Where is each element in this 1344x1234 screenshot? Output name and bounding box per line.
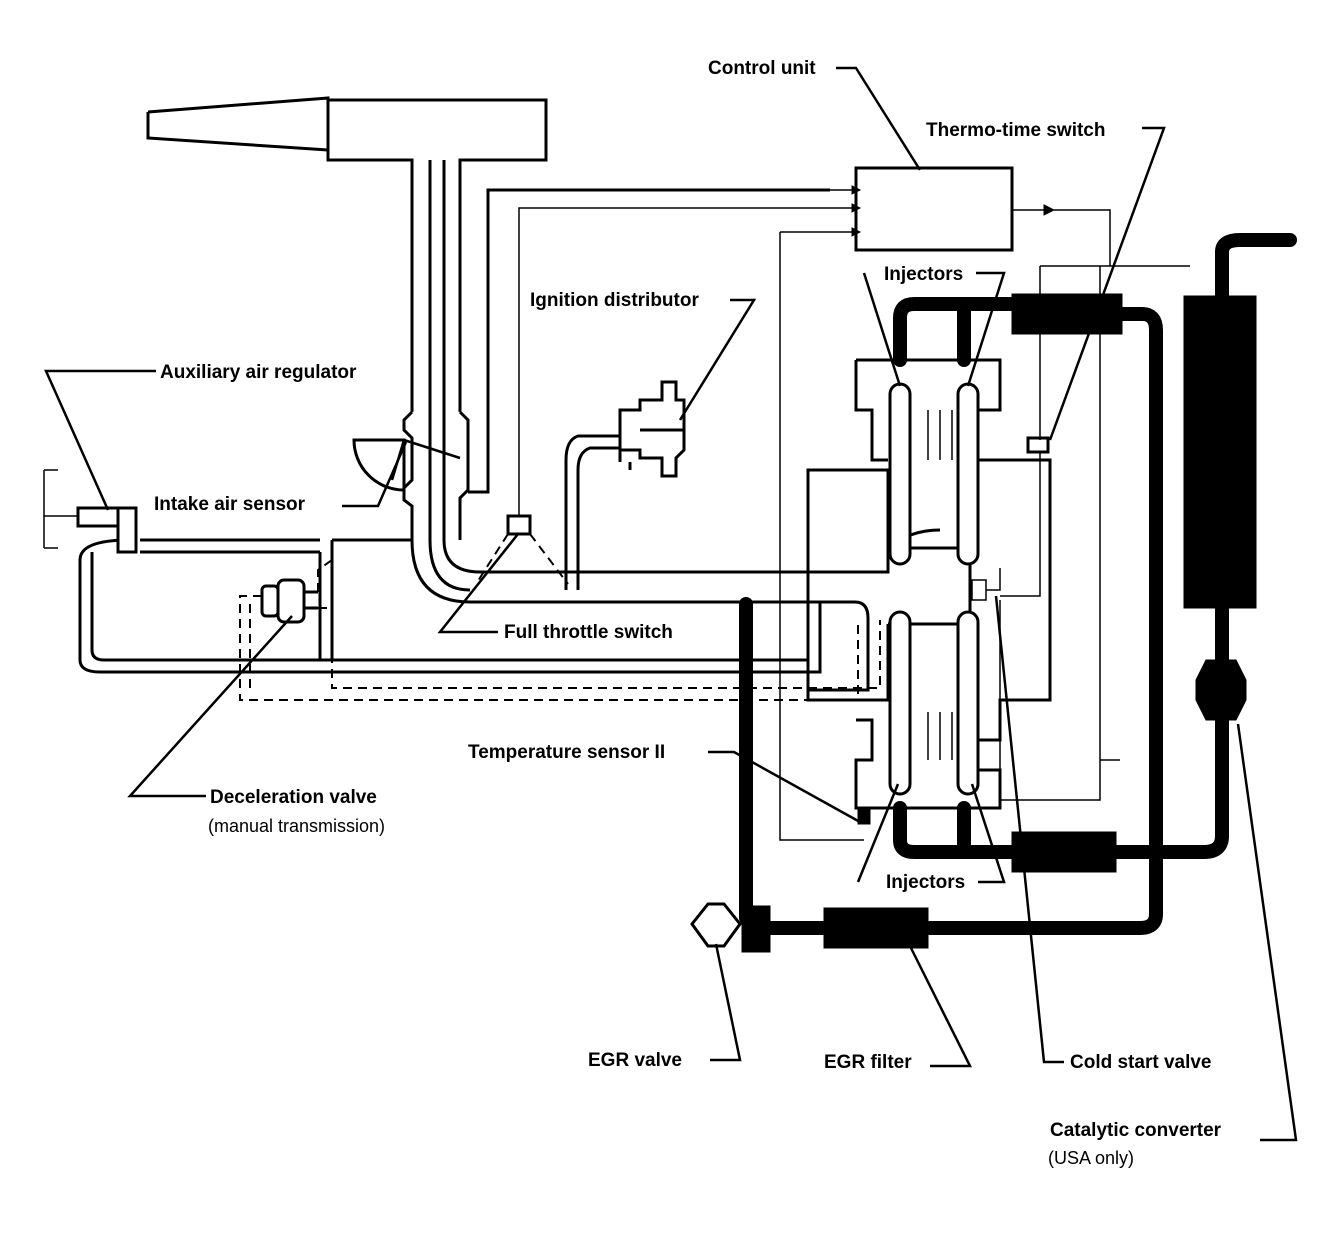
label-full-throttle-switch: Full throttle switch — [504, 622, 673, 643]
label-temperature-sensor: Temperature sensor II — [468, 742, 665, 763]
label-auxiliary-air-regulator: Auxiliary air regulator — [160, 362, 357, 383]
full-throttle-switch — [475, 207, 830, 585]
leader-lines — [44, 66, 1298, 1142]
label-intake-air-sensor: Intake air sensor — [154, 494, 306, 515]
intake-manifold-pipe — [78, 528, 941, 692]
label-egr-valve: EGR valve — [588, 1050, 682, 1071]
control-unit — [779, 166, 1111, 841]
label-thermo-time-switch: Thermo-time switch — [926, 120, 1105, 141]
air-intake-duct — [146, 96, 830, 540]
engine-block — [806, 265, 1190, 825]
label-catalytic-converter-note: (USA only) — [1048, 1148, 1134, 1168]
label-deceleration-valve: Deceleration valve — [210, 787, 377, 808]
label-cold-start-valve: Cold start valve — [1070, 1052, 1212, 1073]
exhaust-system — [690, 233, 1297, 953]
label-injectors-top: Injectors — [884, 264, 963, 285]
deceleration-valve — [239, 559, 881, 701]
auxiliary-air-regulator — [43, 469, 138, 554]
ignition-distributor — [564, 380, 686, 590]
label-egr-filter: EGR filter — [824, 1052, 912, 1073]
label-catalytic-converter: Catalytic converter — [1050, 1120, 1222, 1141]
labels: Control unit Thermo-time switch Injector… — [154, 58, 1222, 1168]
label-control-unit: Control unit — [708, 58, 816, 79]
label-injectors-bottom: Injectors — [886, 872, 965, 893]
label-deceleration-valve-note: (manual transmission) — [208, 816, 385, 836]
label-ignition-distributor: Ignition distributor — [530, 290, 699, 311]
